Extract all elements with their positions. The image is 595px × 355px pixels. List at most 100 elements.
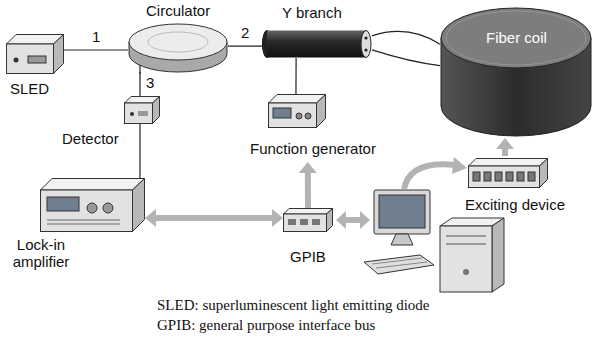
function-generator: Function generator — [226, 94, 400, 162]
function-generator-icon — [268, 94, 326, 128]
device-label: Detector — [62, 130, 119, 147]
lock-in-amplifier-icon — [40, 178, 145, 232]
fiber-line — [64, 49, 128, 50]
fiber-coil-icon — [441, 8, 591, 68]
y-branch-icon — [267, 31, 366, 58]
detector: Detector — [124, 96, 160, 124]
caption-line: SLED: superluminescent light emitting di… — [157, 296, 429, 314]
fiber-coil: Fiber coil — [440, 4, 592, 138]
fiber-coil-icon — [446, 11, 586, 65]
lock-in-amplifier-icon — [133, 179, 145, 232]
fiber-line — [372, 31, 440, 44]
arrow-shaft — [404, 164, 455, 189]
lock-in-amplifier-icon — [103, 203, 113, 213]
y-branch-icon — [361, 31, 371, 58]
function-generator-icon — [269, 103, 317, 128]
arrow-head — [145, 209, 156, 227]
arrow-head — [452, 157, 467, 174]
function-generator-icon — [273, 108, 291, 118]
lock-in-amplifier-icon — [41, 179, 145, 191]
detector-icon — [138, 111, 148, 116]
exciting-device-icon — [528, 172, 535, 181]
monitor-screen — [379, 195, 425, 228]
gpib-interface-icon — [288, 219, 296, 225]
circulator: Circulator — [128, 2, 228, 72]
exciting-device-icon — [484, 172, 491, 181]
detector-icon — [124, 96, 160, 124]
exciting-device-icon — [540, 159, 548, 188]
signal-arrow — [305, 172, 311, 208]
computer-exciter-arrow — [404, 157, 467, 189]
lock-in-amplifier: Lock-in amplifier — [40, 178, 145, 232]
power-button — [463, 269, 469, 275]
circulator-icon — [129, 24, 227, 60]
port-number: 2 — [239, 24, 251, 41]
y-branch: Y branch — [262, 4, 372, 58]
fiber-line — [295, 58, 296, 94]
keyboard — [364, 255, 434, 274]
tower-slot — [446, 244, 486, 245]
function-generator-icon — [305, 113, 311, 119]
device-label: GPIB — [290, 248, 326, 265]
tower-slot — [446, 236, 486, 237]
detector-icon — [153, 97, 160, 124]
lock-in-amplifier-icon — [87, 203, 97, 213]
function-generator-icon — [269, 95, 326, 104]
lock-in-amplifier-icon — [47, 224, 120, 225]
fiber-line — [372, 50, 440, 66]
monitor-stand — [391, 234, 413, 245]
gpib-interface-icon — [283, 208, 333, 232]
monitor-frame — [374, 190, 430, 234]
sled-device-icon — [14, 58, 19, 63]
y-branch-icon — [364, 48, 367, 51]
fiber-line — [139, 72, 140, 96]
exciting-device-icon — [517, 172, 524, 181]
arrow-head — [496, 138, 514, 149]
sled-device-icon — [6, 34, 64, 74]
device-label: Fiber coil — [486, 29, 547, 46]
fiber-line — [139, 124, 140, 178]
device-label: Circulator — [146, 2, 210, 19]
lock-in-amplifier-icon — [47, 220, 120, 221]
sled-device: SLED — [6, 34, 64, 74]
circulator-icon — [139, 65, 140, 74]
gpib-interface: GPIB — [283, 208, 333, 232]
exciting-device-icon — [468, 158, 548, 188]
gpib-interface-icon — [327, 209, 333, 232]
function-generator-icon — [296, 113, 302, 119]
device-label: Function generator — [250, 140, 376, 157]
gpib-interface-icon — [284, 209, 333, 215]
device-label: Exciting device — [465, 196, 565, 213]
exciting-device-icon — [473, 172, 480, 181]
gpib-interface-icon — [300, 219, 308, 225]
caption-line: GPIB: general purpose interface bus — [157, 316, 375, 334]
port-number: 3 — [144, 74, 156, 91]
detector-icon — [125, 103, 153, 124]
detector-icon — [130, 112, 134, 116]
circulator-icon — [128, 22, 228, 74]
lock-in-amplifier-icon — [47, 197, 79, 211]
signal-arrow — [155, 215, 273, 221]
sled-device-icon — [28, 56, 46, 63]
arrow-head — [272, 209, 283, 227]
function-generator-icon — [317, 95, 326, 128]
tower-side — [492, 218, 504, 292]
y-branch-icon — [364, 36, 367, 39]
sled-device-icon — [54, 35, 64, 74]
exciting-device-icon — [495, 172, 502, 181]
device-label: Lock-in amplifier — [5, 236, 77, 270]
circulator-icon — [148, 32, 208, 52]
lock-in-amplifier-icon — [41, 190, 133, 232]
gpib-computer-arrow — [336, 211, 370, 229]
exciting-device-icon — [506, 172, 513, 181]
tower-front — [440, 226, 492, 292]
arrow-head — [299, 162, 317, 173]
keyboard-keys — [376, 262, 427, 268]
exciting-device-icon — [469, 159, 548, 167]
arrow-shaft — [345, 217, 361, 223]
arrow-head — [336, 211, 346, 229]
device-label: SLED — [10, 80, 49, 97]
sled-device-icon — [7, 44, 54, 74]
fiber-line — [228, 45, 262, 46]
